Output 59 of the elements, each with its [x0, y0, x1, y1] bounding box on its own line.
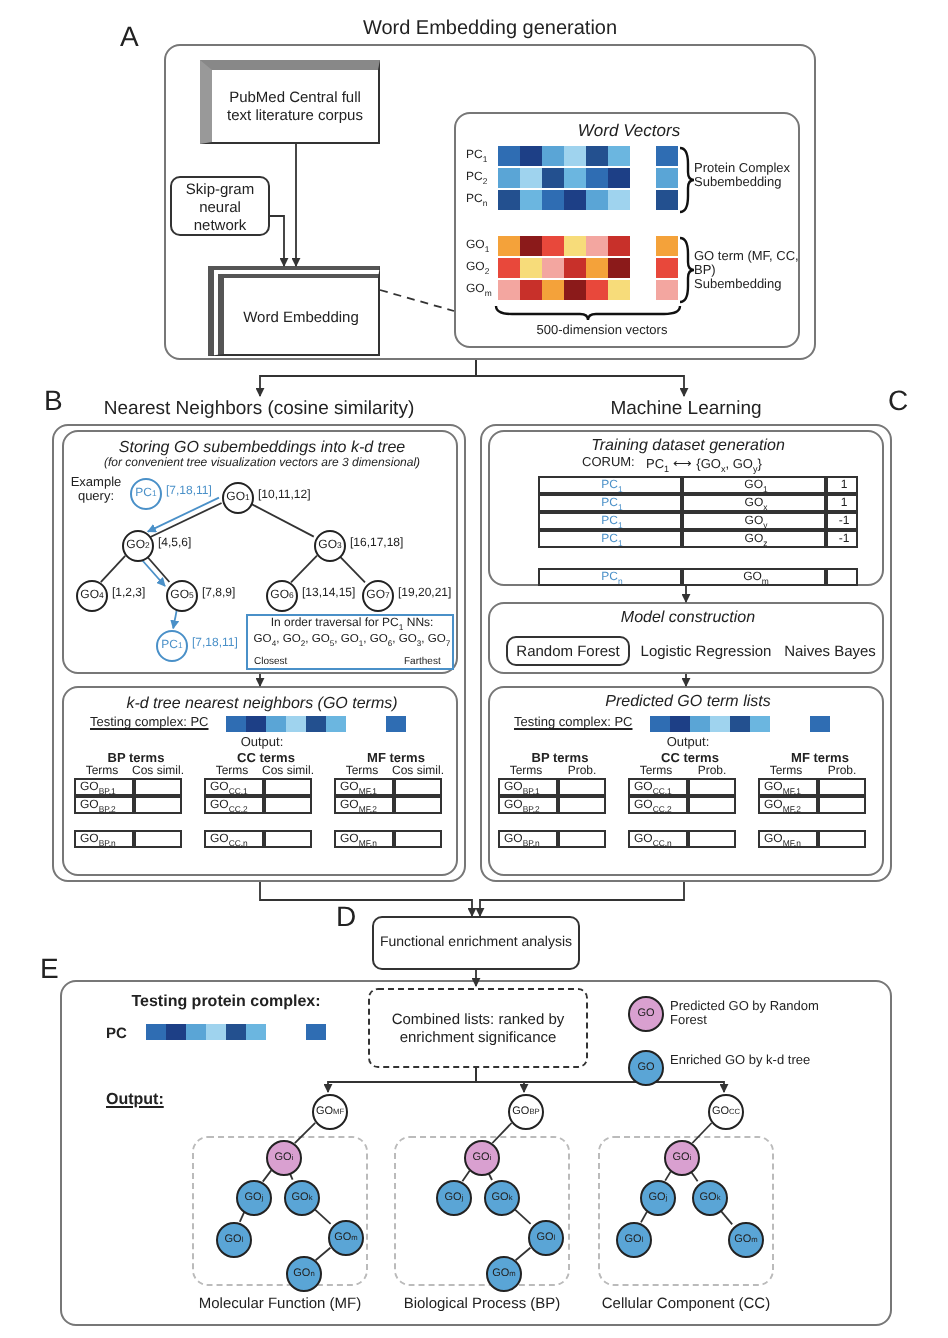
section-panel	[454, 112, 800, 348]
connector-line	[99, 554, 127, 584]
arrow	[681, 585, 691, 603]
connector-line	[491, 1122, 513, 1144]
connector-line	[379, 289, 455, 312]
arrow	[255, 673, 265, 687]
connector-line	[689, 1169, 699, 1183]
section-heading: Predicted GO term lists	[603, 692, 773, 710]
section-heading: Training dataset generation	[589, 436, 787, 454]
arrow	[471, 969, 481, 987]
connector-line	[312, 1207, 332, 1225]
section-panel	[60, 980, 892, 1326]
connector-line	[261, 1169, 273, 1183]
section-heading: Model construction	[618, 608, 758, 626]
panel-title: Nearest Neighbors (cosine similarity)	[101, 396, 417, 422]
connector-line	[293, 1121, 317, 1145]
section-panel	[488, 602, 884, 674]
arrow	[269, 215, 289, 267]
connector-line	[487, 1171, 493, 1181]
connector-line	[664, 1170, 672, 1182]
section-panel	[488, 430, 884, 586]
panel-title: Machine Learning	[608, 396, 764, 422]
connector-line	[290, 554, 318, 584]
panel-letter: A	[120, 20, 139, 52]
arrow	[681, 673, 691, 687]
section-heading: k-d tree nearest neighbors (GO terms)	[124, 694, 400, 712]
connector-line	[238, 1211, 246, 1223]
connector-line	[249, 502, 315, 538]
arrow	[146, 496, 220, 533]
connector-line	[288, 1171, 294, 1181]
arrow	[291, 143, 301, 267]
connector-line	[514, 1246, 532, 1262]
panel-title: Word Embedding generation	[360, 16, 620, 42]
section-heading: Word Vectors	[575, 120, 683, 140]
traversal-box	[246, 614, 454, 670]
connector-line	[145, 555, 171, 583]
connector-line	[512, 1207, 532, 1225]
arrow	[259, 881, 477, 917]
section-heading: Storing GO subembeddings into k-d tree	[116, 438, 408, 456]
connector-line	[314, 1246, 332, 1262]
arrow	[475, 881, 685, 917]
section-panel	[62, 430, 458, 674]
caption-text: Output:	[106, 1090, 166, 1108]
connector-line	[338, 554, 366, 584]
section-heading: Testing protein complex:	[129, 992, 323, 1010]
panel-letter: C	[888, 384, 909, 416]
panel-letter: D	[336, 900, 357, 932]
connector-line	[691, 1122, 713, 1144]
section-panel	[62, 686, 458, 876]
connector-line	[640, 1210, 648, 1224]
arrow	[170, 608, 180, 630]
arrow	[475, 359, 689, 397]
panel-letter: B	[44, 384, 63, 416]
arrow	[141, 559, 166, 587]
connector-line	[149, 502, 223, 538]
section-panel	[488, 686, 884, 876]
panel-letter: E	[40, 952, 59, 984]
connector-line	[718, 1208, 734, 1226]
connector-line	[461, 1169, 471, 1183]
